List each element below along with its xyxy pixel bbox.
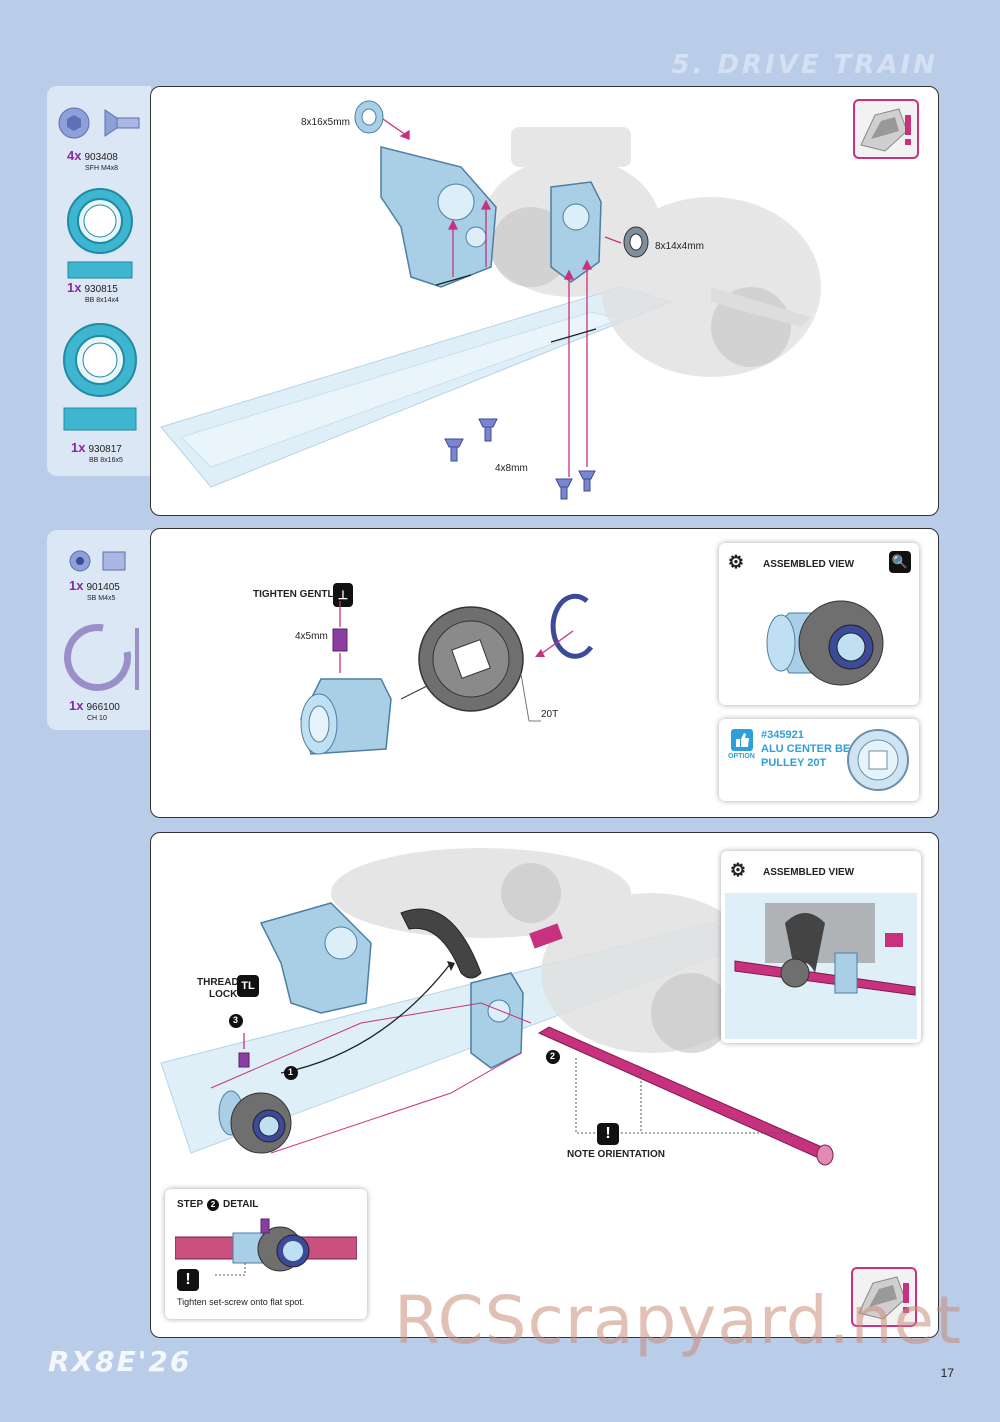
bearing-8x14x4-icon bbox=[67, 188, 133, 279]
gear-check-icon-3: ⚙ bbox=[729, 860, 747, 880]
step-3-marker: 3 bbox=[233, 1015, 239, 1025]
note-orientation-label: NOTE ORIENTATION bbox=[567, 1149, 665, 1160]
e-clip-icon bbox=[64, 624, 139, 691]
label-screw-4x5: 4x5mm bbox=[295, 631, 328, 642]
thread-lock-icon: TL bbox=[237, 975, 259, 997]
step-detail-warning-icon: ! bbox=[177, 1269, 199, 1291]
page-number: 17 bbox=[940, 1366, 954, 1380]
assembled-view-label: ASSEMBLED VIEW bbox=[763, 559, 855, 570]
thread-lock-label-1: THREAD bbox=[197, 977, 239, 988]
tighten-gently-label: TIGHTEN GENTLY bbox=[253, 589, 340, 600]
label-bearing-8x16x5: 8x16x5mm bbox=[301, 117, 350, 128]
chassis-illustration-3 bbox=[160, 848, 834, 1166]
step-detail-number: 2 bbox=[207, 1199, 219, 1211]
option-box: OPTION #345921 ALU CENTER BELT PULLEY 20… bbox=[719, 719, 919, 801]
set-screw-icon bbox=[69, 550, 126, 572]
step-detail-box: STEP 2 DETAIL ! Tighten set-screw onto f… bbox=[165, 1189, 367, 1319]
car-body-icon-3 bbox=[858, 1276, 909, 1320]
car-body-icon bbox=[860, 108, 911, 152]
pulley-exploded-illustration bbox=[300, 593, 594, 755]
alu-pulley-illustration bbox=[847, 729, 909, 791]
assembled-shaft-illustration bbox=[725, 893, 917, 1039]
step-2-marker: 2 bbox=[550, 1051, 556, 1061]
option-badge-label: OPTION bbox=[728, 753, 755, 760]
section-title: 5. DRIVE TRAIN bbox=[671, 50, 938, 80]
assembled-view-label-3: ASSEMBLED VIEW bbox=[763, 867, 855, 878]
product-logo: RX8E'26 bbox=[48, 1345, 192, 1378]
step-detail-suffix: DETAIL bbox=[223, 1199, 259, 1210]
assembled-view-box-2: ⚙ ASSEMBLED VIEW 🔍 bbox=[719, 543, 919, 705]
zoom-icon: 🔍 bbox=[889, 551, 911, 573]
label-20t: 20T bbox=[541, 709, 559, 720]
screw-sfh-icon bbox=[58, 107, 140, 139]
assembled-view-box-3: ⚙ ASSEMBLED VIEW bbox=[721, 851, 921, 1043]
label-screw-4x8: 4x8mm bbox=[495, 463, 528, 474]
step-detail-illustration bbox=[175, 1218, 357, 1276]
step-1-marker: 1 bbox=[288, 1067, 294, 1077]
thread-lock-label-2: LOCK bbox=[209, 989, 238, 1000]
option-part-name-1: ALU CENTER BELT bbox=[761, 743, 863, 755]
tighten-icon: ⊥ bbox=[333, 583, 353, 607]
step-detail-prefix: STEP bbox=[177, 1199, 204, 1210]
label-bearing-8x14x4: 8x14x4mm bbox=[655, 241, 704, 252]
option-part-code: #345921 bbox=[761, 729, 804, 741]
car-warning-badge bbox=[853, 99, 919, 159]
option-part-name-2: PULLEY 20T bbox=[761, 757, 827, 769]
thumbs-up-icon bbox=[731, 729, 753, 751]
assembled-pulley-illustration bbox=[766, 600, 884, 686]
assembly-panel-2: TIGHTEN GENTLY ⊥ 4x5mm 20T ⚙ ASSEMBLED V… bbox=[150, 528, 939, 818]
watermark: RCScrapyard.net bbox=[394, 1282, 962, 1359]
bearing-8x16x5-icon bbox=[63, 323, 137, 431]
chassis-illustration-1 bbox=[160, 100, 821, 500]
note-orientation-icon: ! bbox=[597, 1123, 619, 1145]
step-detail-note: Tighten set-screw onto flat spot. bbox=[177, 1297, 305, 1307]
car-warning-badge-3 bbox=[851, 1267, 917, 1327]
gear-check-icon: ⚙ bbox=[727, 552, 745, 572]
assembly-panel-1: 8x16x5mm 8x14x4mm 4x8mm bbox=[150, 86, 939, 516]
assembly-panel-3: 1 2 3 THREAD LOCK TL ! NOTE ORIENTATION … bbox=[150, 832, 939, 1338]
